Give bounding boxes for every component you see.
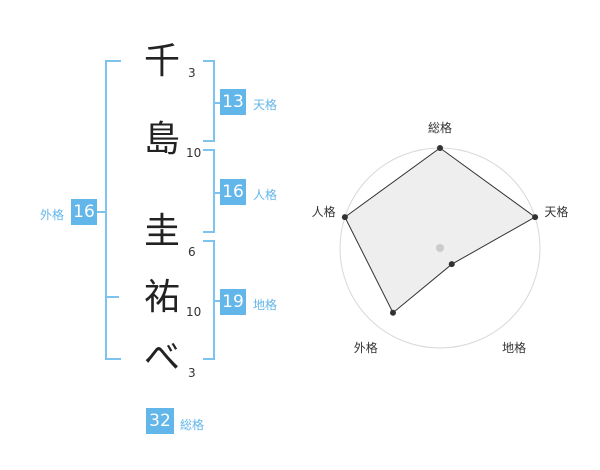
radar-axis-label: 総格 <box>428 120 452 135</box>
jinkaku-label: 人格 <box>253 188 278 202</box>
tenkaku-bracket <box>203 60 215 142</box>
stroke-count-4: 10 <box>186 305 202 319</box>
gaikaku-bracket <box>105 60 121 360</box>
gaikaku-value: 16 <box>71 199 97 225</box>
gaikaku-label: 外格 <box>40 208 65 222</box>
tenkaku-value: 13 <box>220 89 246 115</box>
radar-point <box>448 261 455 268</box>
name-char-5: べ <box>143 337 180 378</box>
name-char-2: 島 <box>143 119 180 160</box>
chikaku-label: 地格 <box>253 298 278 312</box>
tenkaku-label: 天格 <box>253 98 278 112</box>
soukaku-value: 32 <box>146 408 174 434</box>
stroke-count-5: 3 <box>188 366 196 380</box>
jinkaku-bracket <box>203 149 215 233</box>
radar-axis-label: 外格 <box>354 340 378 355</box>
name-char-3: 圭 <box>143 211 180 252</box>
radar-point <box>341 214 348 221</box>
stroke-count-3: 6 <box>188 245 196 259</box>
radar-value-polygon <box>344 147 537 314</box>
jinkaku-value: 16 <box>220 179 246 205</box>
stroke-count-1: 3 <box>188 66 196 80</box>
jinkaku-connector <box>213 192 220 194</box>
radar-axis-label: 人格 <box>312 204 336 219</box>
radar-point <box>532 214 539 221</box>
chikaku-connector <box>213 300 220 302</box>
soukaku-label: 総格 <box>180 418 205 432</box>
name-char-1: 千 <box>143 41 180 82</box>
radar-center-dot <box>436 244 444 252</box>
gaikaku-connector <box>97 211 105 213</box>
gaikaku-bracket-tick <box>105 296 119 298</box>
radar-point <box>389 309 396 316</box>
name-char-4: 祐 <box>143 277 180 318</box>
radar-axis-label: 天格 <box>544 204 568 219</box>
tenkaku-connector <box>213 102 220 104</box>
stroke-count-2: 10 <box>186 146 202 160</box>
radar-axis-label: 地格 <box>502 340 526 355</box>
chikaku-value: 19 <box>220 289 246 315</box>
radar-point <box>437 145 443 151</box>
